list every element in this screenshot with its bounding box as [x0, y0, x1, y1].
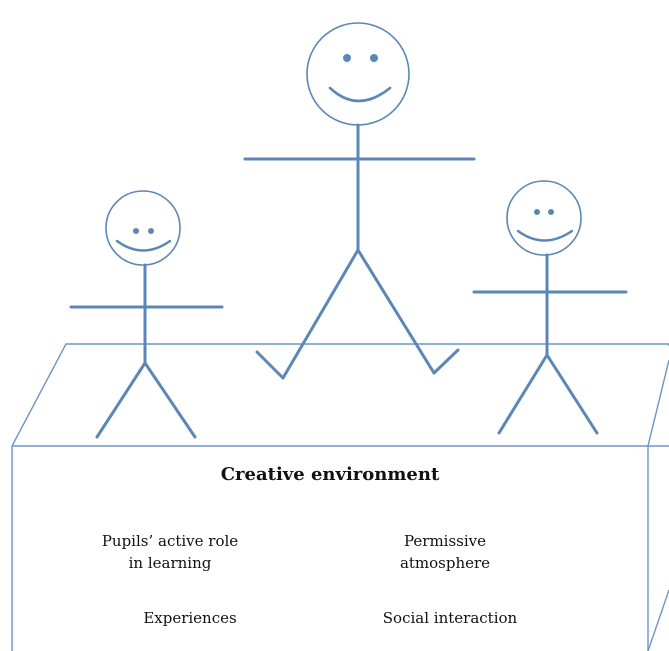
box-side-bottom-edge	[647, 589, 669, 651]
left-child-head	[105, 190, 181, 266]
right-child-smile	[516, 229, 574, 242]
center-adult-smile	[328, 86, 392, 103]
factor-line: Permissive	[403, 532, 487, 550]
factor-line: Social interaction	[382, 609, 518, 627]
factor-permissive-atmosphere: Permissive atmosphere	[340, 530, 550, 574]
left-child-left-leg	[95, 361, 147, 439]
factor-line: atmosphere	[399, 554, 491, 572]
factor-social-interaction: Social interaction	[340, 607, 560, 629]
box-top-face	[11, 343, 669, 447]
factor-pupils-active-role: Pupils’ active role in learning	[70, 530, 270, 574]
right-child-right-eye	[548, 209, 554, 215]
left-child-figure	[69, 190, 224, 439]
right-child-left-eye	[534, 209, 540, 215]
box-title: Creative environment	[220, 464, 440, 485]
center-adult-figure	[243, 22, 476, 380]
left-child-right-eye	[148, 228, 154, 234]
center-adult-right-foot	[432, 348, 460, 375]
right-child-head	[506, 180, 582, 256]
left-child-right-leg	[143, 361, 197, 439]
right-child-left-leg	[497, 353, 549, 435]
environment-box	[11, 343, 669, 651]
center-adult-right-eye	[370, 54, 378, 62]
center-adult-right-leg	[356, 248, 436, 375]
factor-experiences: Experiences	[90, 607, 290, 629]
center-adult-left-foot	[255, 350, 285, 380]
center-adult-left-eye	[343, 54, 351, 62]
box-right-back-edge	[647, 359, 669, 447]
right-child-figure	[472, 180, 628, 435]
factor-line: in learning	[128, 554, 212, 572]
right-child-right-leg	[545, 353, 599, 435]
factor-line: Pupils’ active role	[101, 532, 239, 550]
factor-line: Experiences	[143, 609, 237, 627]
left-child-left-eye	[133, 228, 139, 234]
left-child-smile	[115, 239, 172, 252]
center-adult-head	[306, 22, 410, 126]
center-adult-left-leg	[281, 248, 360, 380]
